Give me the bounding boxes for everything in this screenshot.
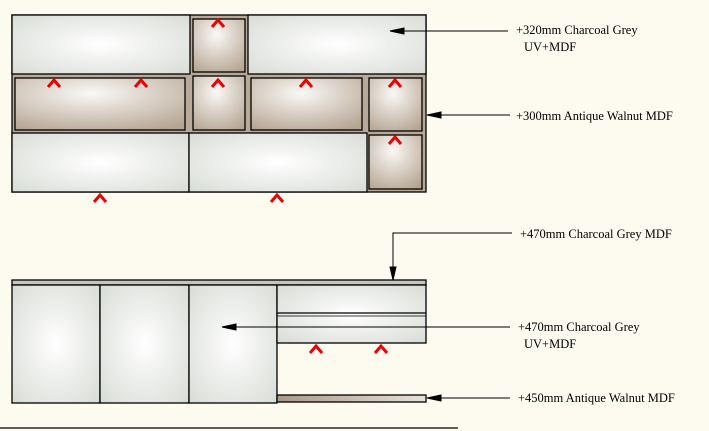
leaders xyxy=(221,27,512,402)
panel-top-right xyxy=(247,14,427,75)
handle-caret-icon xyxy=(387,77,403,88)
panel-bottom-left xyxy=(11,132,190,193)
walnut-box-upper-mid xyxy=(192,18,246,73)
handle-caret-icon xyxy=(46,77,62,88)
handle-caret-icon xyxy=(298,77,314,88)
label-300-walnut: +300mm Antique Walnut MDF xyxy=(516,109,673,123)
walnut-box-lower-mid xyxy=(192,75,246,131)
base-door-1 xyxy=(11,284,101,404)
walnut-box-right-upper xyxy=(368,77,423,132)
base-door-2 xyxy=(99,284,190,404)
handle-caret-icon xyxy=(210,77,226,88)
walnut-plank xyxy=(276,394,427,403)
walnut-drawer-right xyxy=(250,77,363,131)
handle-caret-icon xyxy=(308,343,324,354)
label-470-strip: +470mm Charcoal Grey MDF xyxy=(520,227,672,241)
handle-caret-icon xyxy=(269,192,285,203)
upper-drawer-box xyxy=(276,284,427,344)
label-470-doors: +470mm Charcoal Grey xyxy=(518,320,640,334)
panel-bottom-middle xyxy=(188,132,368,193)
handle-caret-icon xyxy=(92,192,108,203)
label-320-uv: UV+MDF xyxy=(524,40,577,54)
label-470-uv: UV+MDF xyxy=(524,337,577,351)
handle-caret-icon xyxy=(133,77,149,88)
handle-marks xyxy=(46,17,403,354)
base-door-3 xyxy=(188,284,278,404)
label-320-charcoal: +320mm Charcoal Grey xyxy=(516,23,638,37)
handle-caret-icon xyxy=(373,343,389,354)
label-450-walnut: +450mm Antique Walnut MDF xyxy=(518,391,675,405)
top-strip xyxy=(11,279,427,286)
handle-caret-icon xyxy=(387,134,403,145)
walnut-drawer-left xyxy=(14,77,186,131)
walnut-box-right-lower xyxy=(368,134,423,190)
panel-top-left xyxy=(11,14,191,75)
handle-caret-icon xyxy=(210,17,226,28)
